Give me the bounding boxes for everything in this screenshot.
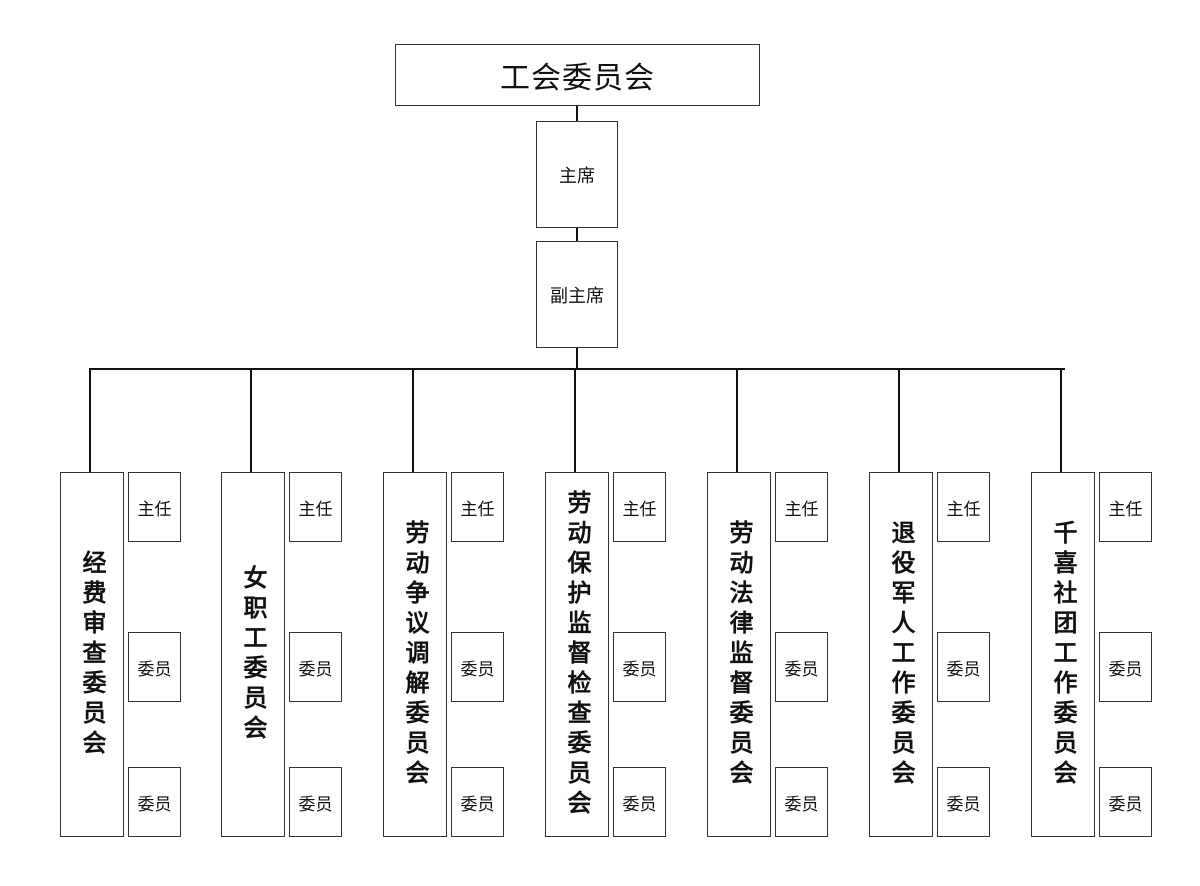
member-node: 委员 [613,767,666,837]
committee-name: 劳动法律监督委员会 [725,519,753,790]
member-node: 委员 [289,632,342,702]
committee-node: 女职工委员会主任委员委员 [221,472,342,837]
branch-bus [89,368,1065,370]
vice-chairman-node: 副主席 [536,241,618,348]
chairman-node: 主席 [536,121,618,228]
branch-drop [898,368,900,472]
role-label: 主任 [784,499,819,520]
branch-drop [89,368,91,472]
director-node: 主任 [613,472,666,542]
chairman-label: 主席 [559,165,595,187]
role-label: 委员 [298,659,333,680]
connector-vice-bus [576,348,578,369]
member-node: 委员 [128,767,181,837]
committee-node: 千喜社团工作委员会主任委员委员 [1031,472,1152,837]
committee-name-box: 女职工委员会 [221,472,285,837]
role-label: 委员 [137,794,172,815]
role-label: 委员 [622,659,657,680]
role-label: 委员 [946,794,981,815]
role-label: 委员 [784,794,819,815]
committee-name-box: 经费审查委员会 [60,472,124,837]
director-node: 主任 [128,472,181,542]
role-label: 委员 [622,794,657,815]
director-node: 主任 [775,472,828,542]
member-node: 委员 [289,767,342,837]
committee-name-box: 退役军人工作委员会 [869,472,933,837]
member-node: 委员 [1099,632,1152,702]
branch-drop [1060,368,1062,472]
branch-drop [574,368,576,472]
branch-drop [412,368,414,472]
role-label: 主任 [137,499,172,520]
director-node: 主任 [289,472,342,542]
member-node: 委员 [451,767,504,837]
committee-name-box: 劳动保护监督检查委员会 [545,472,609,837]
committee-node: 劳动保护监督检查委员会主任委员委员 [545,472,666,837]
committee-node: 经费审查委员会主任委员委员 [60,472,181,837]
role-label: 委员 [946,659,981,680]
top-node-label: 工会委员会 [500,61,655,96]
member-node: 委员 [937,767,990,837]
director-node: 主任 [937,472,990,542]
role-label: 主任 [622,499,657,520]
member-node: 委员 [613,632,666,702]
top-node-union-committee: 工会委员会 [395,44,760,106]
member-node: 委员 [775,632,828,702]
committee-name: 劳动争议调解委员会 [401,519,429,790]
role-label: 委员 [1108,794,1143,815]
connector-top-chair [576,106,578,121]
role-label: 委员 [298,794,333,815]
member-node: 委员 [451,632,504,702]
committee-name: 千喜社团工作委员会 [1049,519,1077,790]
committee-name-box: 劳动法律监督委员会 [707,472,771,837]
committee-node: 劳动争议调解委员会主任委员委员 [383,472,504,837]
committee-name-box: 劳动争议调解委员会 [383,472,447,837]
role-label: 委员 [460,659,495,680]
member-node: 委员 [1099,767,1152,837]
connector-chair-vice [576,228,578,241]
committee-name: 经费审查委员会 [78,549,106,760]
committee-name: 劳动保护监督检查委员会 [563,489,591,820]
director-node: 主任 [451,472,504,542]
role-label: 主任 [1108,499,1143,520]
role-label: 主任 [298,499,333,520]
committee-node: 退役军人工作委员会主任委员委员 [869,472,990,837]
member-node: 委员 [775,767,828,837]
role-label: 主任 [946,499,981,520]
committee-name: 女职工委员会 [239,564,267,745]
role-label: 委员 [460,794,495,815]
role-label: 主任 [460,499,495,520]
member-node: 委员 [128,632,181,702]
branch-drop [736,368,738,472]
role-label: 委员 [137,659,172,680]
role-label: 委员 [1108,659,1143,680]
committee-name-box: 千喜社团工作委员会 [1031,472,1095,837]
member-node: 委员 [937,632,990,702]
director-node: 主任 [1099,472,1152,542]
vice-chairman-label: 副主席 [550,285,604,307]
committee-node: 劳动法律监督委员会主任委员委员 [707,472,828,837]
committee-name: 退役军人工作委员会 [887,519,915,790]
role-label: 委员 [784,659,819,680]
branch-drop [250,368,252,472]
